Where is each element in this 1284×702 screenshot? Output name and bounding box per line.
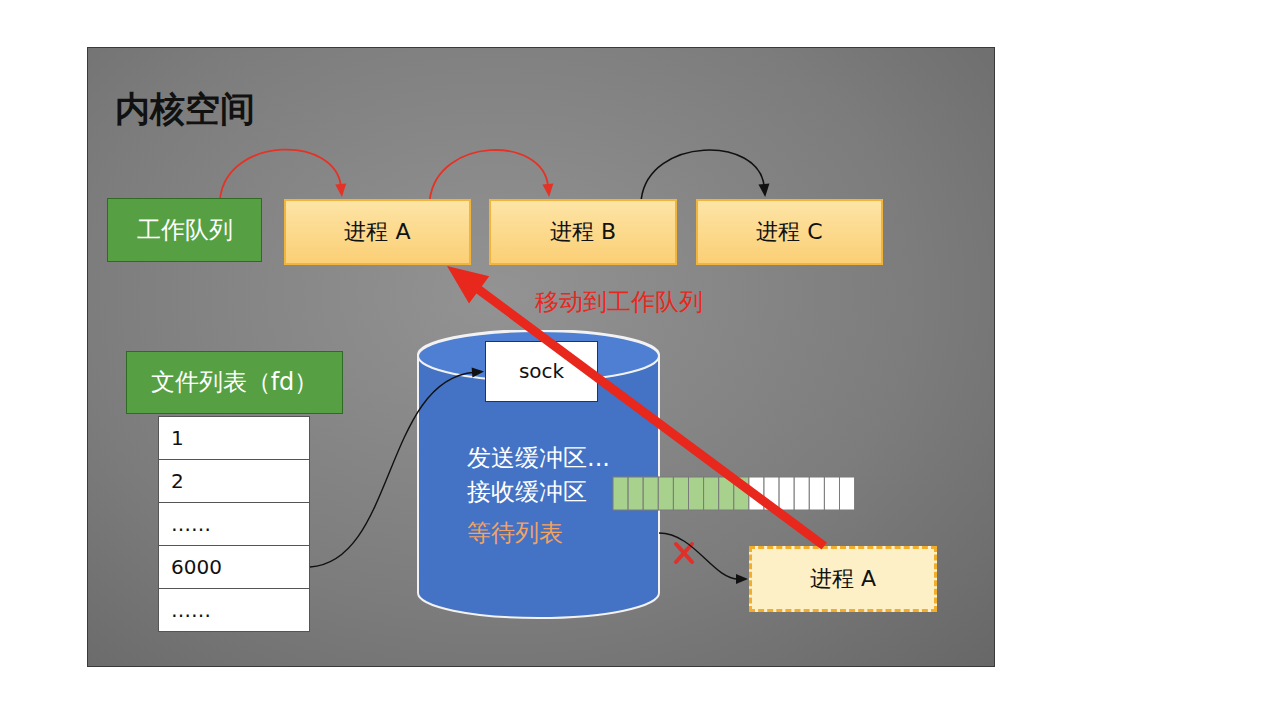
process-box: 进程 B bbox=[489, 199, 677, 265]
title-holder: 内核空间 bbox=[115, 86, 255, 133]
connector-line bbox=[641, 150, 764, 199]
buffer-cell bbox=[689, 477, 704, 510]
connector-line bbox=[310, 372, 474, 567]
connector bbox=[641, 150, 769, 199]
cylinder-body bbox=[418, 330, 659, 618]
fd-table-cell: 1 bbox=[158, 416, 310, 460]
waiting-process-box: 进程 A bbox=[749, 546, 937, 612]
fd-table-cell: …… bbox=[158, 588, 310, 632]
node-label: 6000 bbox=[171, 554, 222, 581]
arrowhead bbox=[447, 266, 489, 303]
connector-line bbox=[430, 150, 548, 199]
node-label: 进程 B bbox=[550, 217, 616, 247]
node-label: 文件列表（fd） bbox=[151, 366, 319, 398]
diagram-title: 内核空间 bbox=[115, 86, 255, 133]
node-label: …… bbox=[171, 597, 211, 624]
node-label: sock bbox=[519, 358, 564, 385]
fd-table-cell: 2 bbox=[158, 459, 310, 503]
buffer-cell bbox=[658, 477, 673, 510]
socket-cylinder: 发送缓冲区...接收缓冲区等待列表 sock bbox=[417, 330, 660, 620]
buffer-label: 等待列表 bbox=[467, 517, 563, 549]
node-label: 进程 A bbox=[810, 564, 876, 594]
queue-label-box: 文件列表（fd） bbox=[126, 351, 343, 414]
arrowhead bbox=[542, 184, 553, 197]
node-label: 工作队列 bbox=[137, 214, 233, 246]
buffer-cell bbox=[643, 477, 658, 510]
fd-table-cell: …… bbox=[158, 502, 310, 546]
connector-line bbox=[220, 150, 341, 198]
buffer-cell bbox=[840, 477, 855, 510]
process-box: 进程 A bbox=[284, 199, 471, 265]
buffer-cell bbox=[779, 477, 794, 510]
node-label: 进程 C bbox=[756, 217, 822, 247]
node-label: 2 bbox=[171, 468, 184, 495]
connector-line bbox=[473, 285, 825, 546]
edge-label-holder: 移动到工作队列 bbox=[535, 286, 703, 318]
process-box: 进程 C bbox=[696, 199, 883, 265]
connector bbox=[310, 367, 484, 567]
node-label: …… bbox=[171, 511, 211, 538]
buffer-cell bbox=[628, 477, 643, 510]
connector bbox=[220, 150, 346, 198]
sock-box: sock bbox=[485, 341, 598, 402]
arrowhead bbox=[736, 574, 748, 584]
buffer-cell bbox=[824, 477, 839, 510]
connector bbox=[447, 266, 824, 546]
buffer-cell bbox=[613, 477, 628, 510]
edge-label: 移动到工作队列 bbox=[535, 286, 703, 318]
connector bbox=[659, 533, 748, 584]
buffer-cell bbox=[704, 477, 719, 510]
cross-stroke bbox=[676, 544, 692, 562]
buffer-cell bbox=[809, 477, 824, 510]
buffer-label: 接收缓冲区 bbox=[467, 476, 587, 508]
buffer-label: 发送缓冲区... bbox=[467, 442, 610, 474]
arrowhead bbox=[758, 184, 769, 197]
arrowhead bbox=[335, 184, 346, 197]
removed-mark bbox=[676, 544, 692, 562]
arrowhead bbox=[472, 367, 484, 377]
buffer-cell bbox=[673, 477, 688, 510]
connector-line bbox=[659, 533, 738, 579]
connector bbox=[430, 150, 554, 199]
node-label: 进程 A bbox=[344, 217, 410, 247]
queue-label-box: 工作队列 bbox=[107, 198, 262, 262]
buffer-cell bbox=[794, 477, 809, 510]
node-label: 1 bbox=[171, 425, 184, 452]
cross-stroke bbox=[676, 544, 692, 562]
fd-table-cell: 6000 bbox=[158, 545, 310, 589]
